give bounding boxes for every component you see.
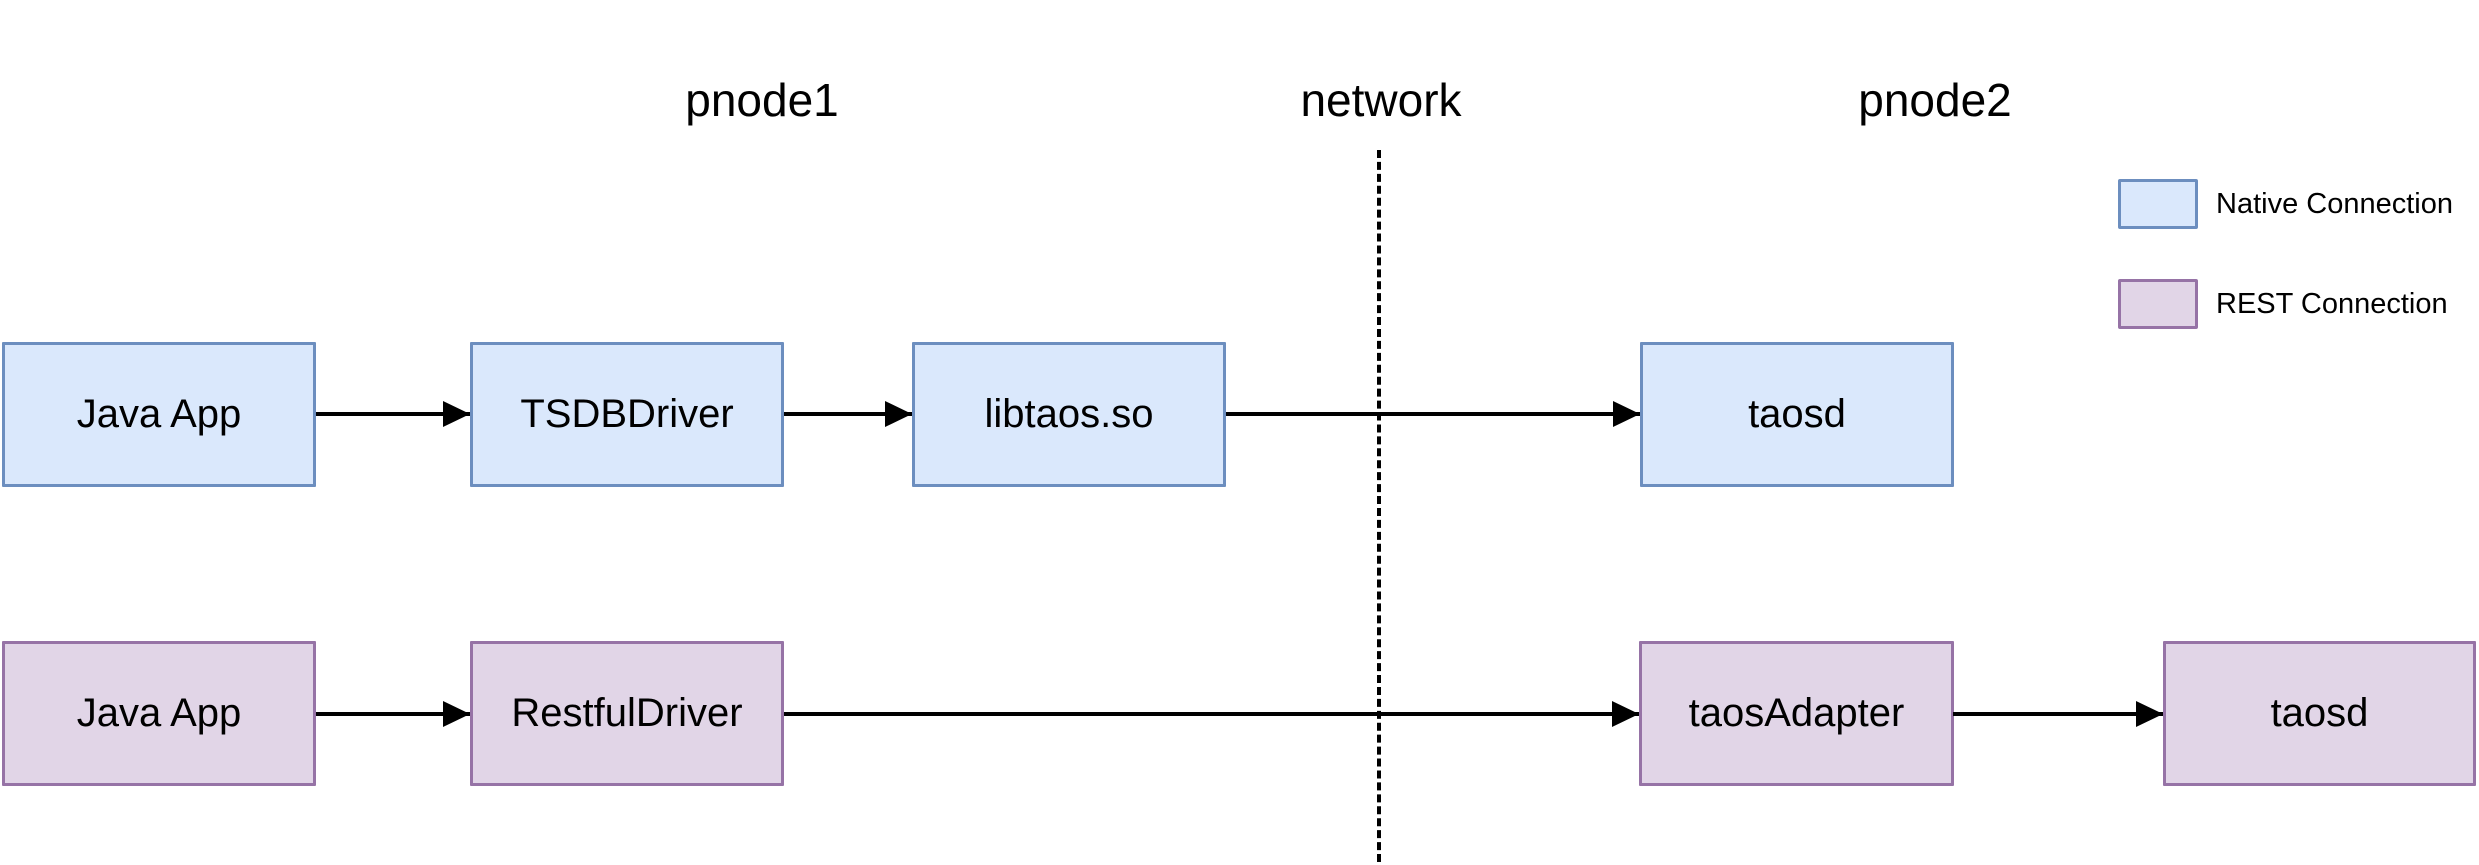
- legend-label-rest-connection: REST Connection: [2216, 287, 2448, 320]
- node-label: taosd: [2270, 691, 2369, 735]
- legend-swatch-rest-connection: [2118, 279, 2198, 329]
- legend-label-native-connection: Native Connection: [2216, 187, 2453, 220]
- node-label: taosd: [1748, 392, 1846, 436]
- node-taosd-native: taosd: [1640, 342, 1954, 487]
- arrow-javaapp-to-tsdbdriver: [316, 412, 470, 416]
- node-libtaos-so: libtaos.so: [912, 342, 1226, 487]
- zone-label-pnode2: pnode2: [1858, 74, 2012, 126]
- zone-label-network: network: [1300, 74, 1462, 126]
- arrow-restfuldriver-to-taosadapter: [784, 712, 1639, 716]
- zone-label-pnode1: pnode1: [685, 74, 839, 126]
- node-label: RestfulDriver: [511, 691, 743, 735]
- node-label: TSDBDriver: [520, 392, 734, 436]
- arrow-taosadapter-to-taosd: [1953, 712, 2163, 716]
- node-java-app-rest: Java App: [2, 641, 316, 786]
- node-label: libtaos.so: [984, 392, 1154, 436]
- node-tsdb-driver: TSDBDriver: [470, 342, 784, 487]
- network-boundary-dashed-line: [1377, 150, 1381, 862]
- legend-swatch-native-connection: [2118, 179, 2198, 229]
- node-taos-adapter: taosAdapter: [1639, 641, 1954, 786]
- node-java-app-native: Java App: [2, 342, 316, 487]
- arrow-javaapp-to-restfuldriver: [316, 712, 470, 716]
- node-label: Java App: [76, 392, 242, 436]
- node-taosd-rest: taosd: [2163, 641, 2476, 786]
- arrow-tsdbdriver-to-libtaos: [784, 412, 912, 416]
- node-restful-driver: RestfulDriver: [470, 641, 784, 786]
- node-label: taosAdapter: [1688, 691, 1905, 735]
- arrow-libtaos-to-taosd: [1226, 412, 1640, 416]
- node-label: Java App: [76, 691, 242, 735]
